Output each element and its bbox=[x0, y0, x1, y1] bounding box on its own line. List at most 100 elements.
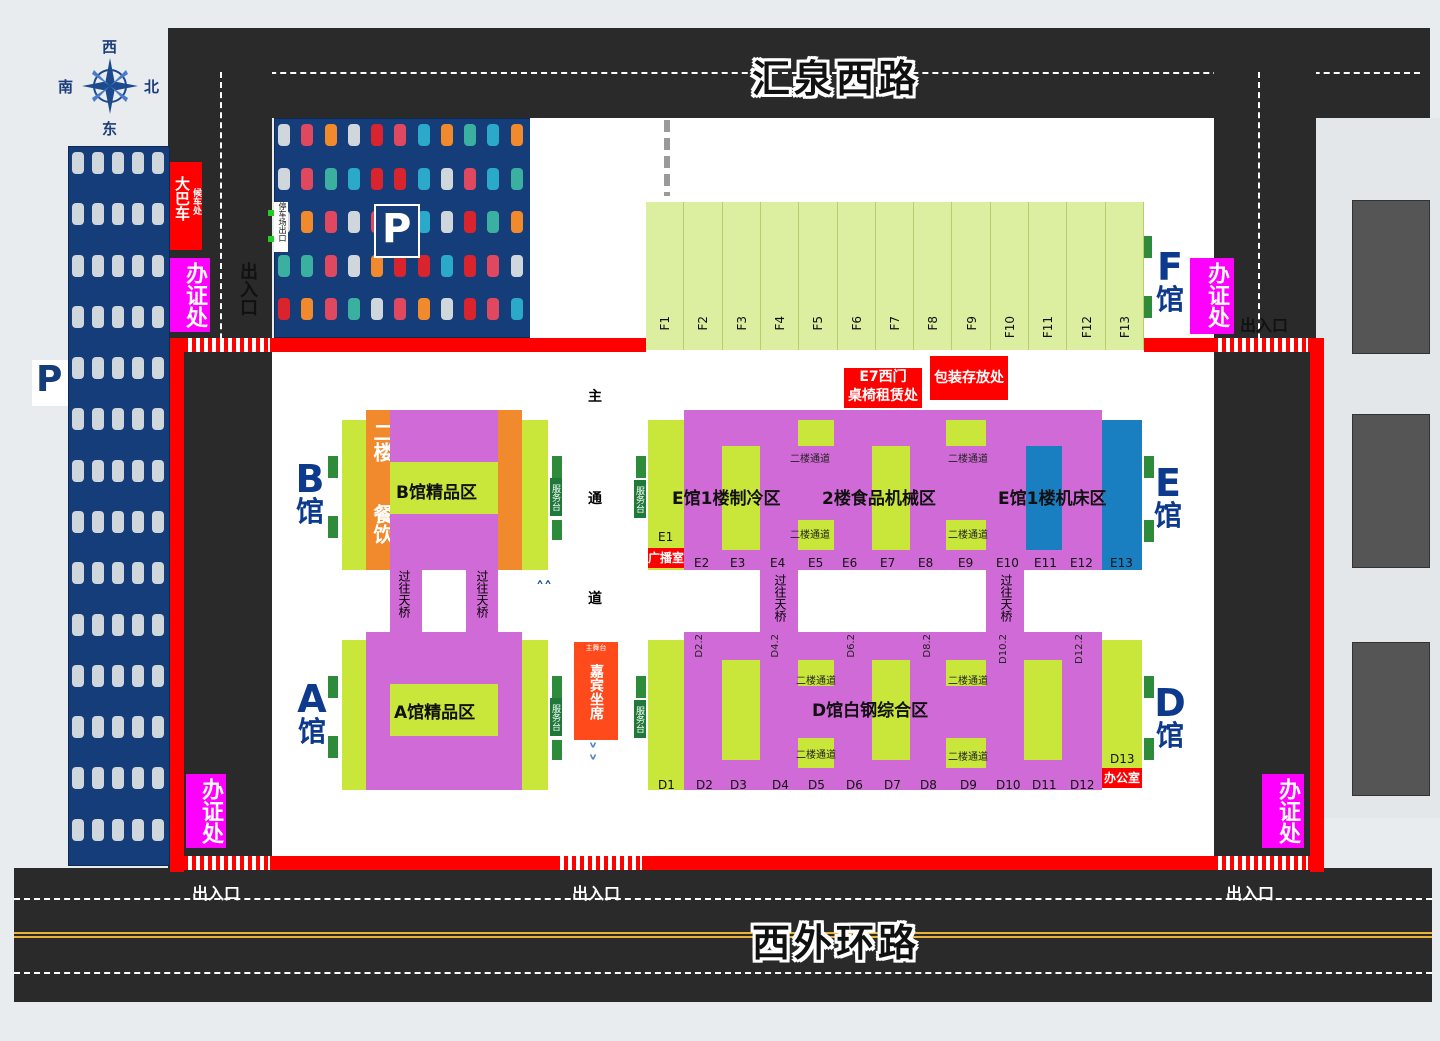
car-icon bbox=[394, 124, 407, 146]
a-hall-title: A 馆 bbox=[292, 680, 332, 746]
parking-symbol-top: P bbox=[382, 206, 412, 252]
car-icon bbox=[92, 459, 104, 482]
d-booth-label: D11 bbox=[1032, 778, 1057, 792]
road-bottom-dash-1 bbox=[14, 898, 1432, 900]
car-icon bbox=[92, 305, 104, 328]
f-booth-label: F1 bbox=[658, 316, 673, 331]
d-booth-label: D7 bbox=[884, 778, 901, 792]
car-icon bbox=[92, 613, 104, 636]
car-icon bbox=[152, 408, 164, 431]
d-hall-tag-1 bbox=[636, 676, 646, 698]
car-icon bbox=[132, 152, 144, 174]
d-upper-label: D12.2 bbox=[1074, 634, 1085, 664]
b-hall-left-wing bbox=[342, 420, 368, 570]
car-icon bbox=[92, 254, 104, 277]
road-top-centerline bbox=[220, 72, 1420, 74]
car-icon bbox=[371, 124, 384, 146]
car-icon bbox=[92, 767, 104, 790]
car-icon bbox=[464, 124, 477, 146]
cert-office-top-right: 办证处 bbox=[1190, 258, 1234, 334]
car-icon bbox=[132, 203, 144, 226]
a-hall-zone-bg bbox=[390, 684, 498, 736]
f-booth-label: F8 bbox=[926, 316, 941, 331]
d-hall-block-3 bbox=[1024, 660, 1062, 760]
car-icon bbox=[152, 716, 164, 739]
a-hall-zone-label: A馆精品区 bbox=[394, 703, 476, 723]
car-icon bbox=[152, 767, 164, 790]
car-icon bbox=[278, 254, 290, 277]
e-hall-tag-2 bbox=[1144, 456, 1154, 478]
car-icon bbox=[152, 305, 164, 328]
road-bottom-dash-2 bbox=[14, 972, 1432, 974]
e-booth-label: E1 bbox=[658, 530, 674, 544]
parking-exit-marker-2 bbox=[268, 236, 274, 242]
f-hall-suffix: 馆 bbox=[1155, 283, 1184, 316]
e-hall-tag-1 bbox=[636, 456, 646, 478]
d-hall-2f-aisle-3: 二楼通道 bbox=[948, 676, 988, 687]
parking-sign-top: P bbox=[374, 204, 420, 258]
d-hall-zone-label: D馆白钢综合区 bbox=[812, 701, 929, 721]
e7-west-label: E7西门 bbox=[859, 369, 907, 385]
car-icon bbox=[417, 254, 430, 277]
e-hall-block-2 bbox=[872, 446, 910, 550]
compass-west: 西 bbox=[102, 38, 118, 56]
d-booth-label: D1 bbox=[658, 778, 675, 792]
main-aisle-1: 主 bbox=[588, 389, 602, 405]
e-hall-block-1 bbox=[722, 446, 760, 550]
a-hall-tag-1 bbox=[328, 676, 338, 698]
parking-exit-label: 停车场出口 bbox=[274, 202, 288, 252]
boundary-top-left bbox=[170, 338, 646, 352]
car-icon bbox=[72, 203, 84, 226]
entrance-stripe-bottom-left bbox=[184, 856, 270, 870]
d-hall-block-2 bbox=[872, 660, 910, 760]
building-1 bbox=[1352, 200, 1430, 354]
building-3 bbox=[1352, 642, 1430, 796]
car-icon bbox=[92, 357, 104, 380]
f-booth: F5 bbox=[799, 202, 838, 350]
f-hall-entrance-tag-1 bbox=[1144, 236, 1152, 258]
car-icon bbox=[152, 613, 164, 636]
car-icon bbox=[112, 203, 124, 226]
inner-road-right bbox=[1214, 352, 1310, 856]
car-icon bbox=[112, 152, 124, 174]
compass-north: 北 bbox=[144, 78, 160, 96]
car-icon bbox=[301, 211, 314, 234]
car-icon bbox=[152, 562, 164, 585]
broadcast-room: 广播室 bbox=[648, 548, 684, 568]
car-icon bbox=[92, 408, 104, 431]
car-icon bbox=[132, 818, 144, 841]
e7-rent-label: 桌椅租赁处 bbox=[848, 388, 918, 404]
car-icon bbox=[112, 818, 124, 841]
building-2 bbox=[1352, 414, 1430, 568]
car-icon bbox=[112, 767, 124, 790]
car-icon bbox=[72, 254, 84, 277]
car-icon bbox=[152, 818, 164, 841]
parking-symbol-left: P bbox=[36, 359, 63, 400]
d-hall-title: D 馆 bbox=[1150, 684, 1190, 750]
package-label: 包装存放处 bbox=[934, 370, 1004, 386]
f-booth: F4 bbox=[760, 202, 800, 350]
d-booth-label: D5 bbox=[808, 778, 825, 792]
exit-label-bottom-left: 出入口 bbox=[192, 884, 241, 903]
overpass-ed-right bbox=[986, 568, 1024, 638]
car-icon bbox=[487, 211, 500, 234]
car-icon bbox=[132, 459, 144, 482]
f-booth-label: F12 bbox=[1079, 316, 1094, 339]
car-icon bbox=[324, 167, 337, 190]
car-icon bbox=[132, 357, 144, 380]
d-upper-label: D10.2 bbox=[998, 634, 1009, 664]
car-icon bbox=[347, 298, 360, 321]
e-booth-label: E13 bbox=[1110, 556, 1133, 570]
d-booth-label: D4 bbox=[772, 778, 789, 792]
car-icon bbox=[92, 203, 104, 226]
bus-stop: 大巴车 候车处 bbox=[170, 162, 202, 250]
cert-office-bottom-right: 办证处 bbox=[1262, 774, 1304, 848]
car-icon bbox=[278, 298, 290, 321]
d-hall-gap-3 bbox=[946, 660, 986, 686]
e-booth-label: E12 bbox=[1070, 556, 1093, 570]
d-booth-label: D10 bbox=[996, 778, 1021, 792]
exit-label-left-top: 出入口 bbox=[237, 262, 258, 316]
a-hall-left-wing bbox=[342, 640, 368, 790]
car-icon bbox=[487, 167, 500, 190]
